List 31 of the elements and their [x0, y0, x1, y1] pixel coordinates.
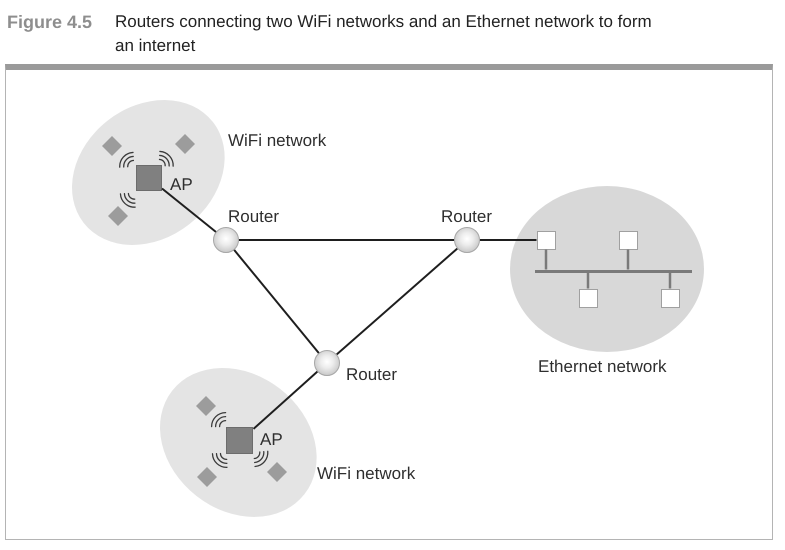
- network-label: WiFi network: [316, 464, 416, 484]
- network-link: [336, 248, 458, 356]
- wireless-device: [174, 134, 195, 154]
- network-link: [252, 370, 318, 430]
- network-link: [668, 272, 672, 288]
- router-label: Router: [346, 365, 398, 385]
- router-label: Router: [228, 207, 280, 227]
- figure-caption: Routers connecting two WiFi networks and an Ethernet network to form an internet: [115, 11, 653, 57]
- network-link: [161, 188, 216, 233]
- network-label: WiFi network: [228, 130, 326, 151]
- wireless-device: [196, 396, 216, 416]
- network-link: [544, 250, 548, 270]
- wireless-device: [108, 206, 128, 226]
- ethernet-host: [578, 288, 598, 308]
- router-label: Router: [441, 207, 492, 227]
- network-link: [626, 250, 630, 270]
- access-point-label: AP: [260, 430, 283, 450]
- bus-line: [535, 270, 692, 272]
- network-link: [239, 239, 454, 241]
- network-link: [586, 272, 590, 288]
- network-link: [480, 239, 536, 241]
- ethernet-host: [536, 230, 556, 250]
- figure-number: Figure 4.5: [7, 11, 92, 34]
- access-point-label: AP: [170, 174, 193, 195]
- ethernet-host: [618, 230, 638, 250]
- wireless-device: [266, 462, 287, 482]
- wireless-device: [102, 136, 122, 156]
- network-link: [233, 249, 320, 354]
- network-label: Ethernet network: [538, 357, 667, 377]
- ethernet-host: [660, 288, 680, 308]
- wireless-device: [196, 466, 217, 487]
